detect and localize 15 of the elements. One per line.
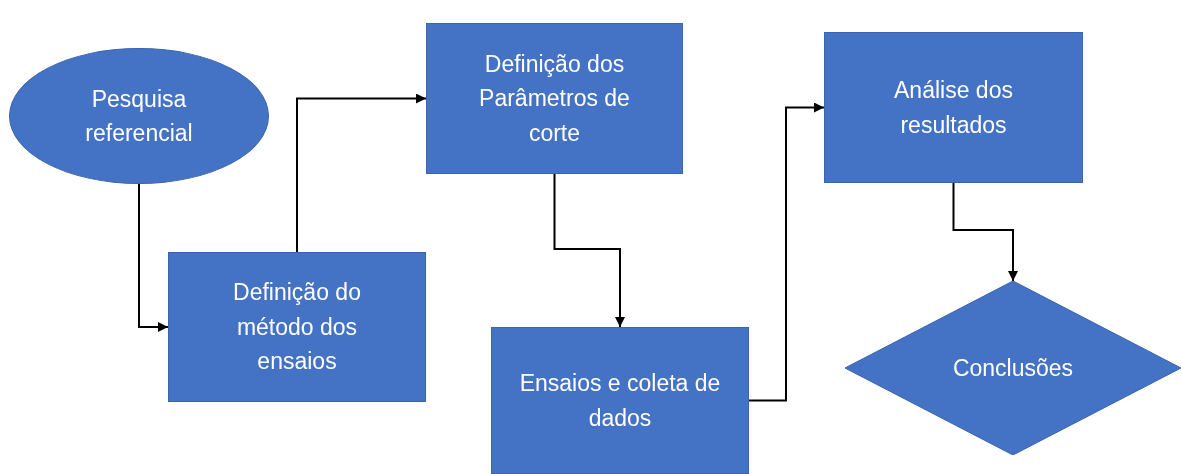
process-box bbox=[824, 32, 1083, 183]
node-label: Pesquisa referencial bbox=[84, 84, 194, 148]
node-label: Definição do método dos ensaios bbox=[232, 278, 362, 377]
process-box bbox=[491, 327, 749, 474]
node-label: Conclusões bbox=[951, 353, 1075, 383]
arrow bbox=[748, 102, 825, 402]
node-label: Ensaios e coleta de dados bbox=[518, 369, 722, 433]
arrow bbox=[553, 173, 625, 328]
node-label: Análise dos resultados bbox=[893, 76, 1014, 140]
process-box bbox=[168, 252, 426, 402]
node-label: Definição dos Parâmetros de corte bbox=[478, 49, 631, 148]
process-box bbox=[426, 23, 683, 174]
arrow bbox=[296, 93, 427, 253]
arrow bbox=[952, 182, 1018, 282]
arrow bbox=[138, 183, 169, 332]
